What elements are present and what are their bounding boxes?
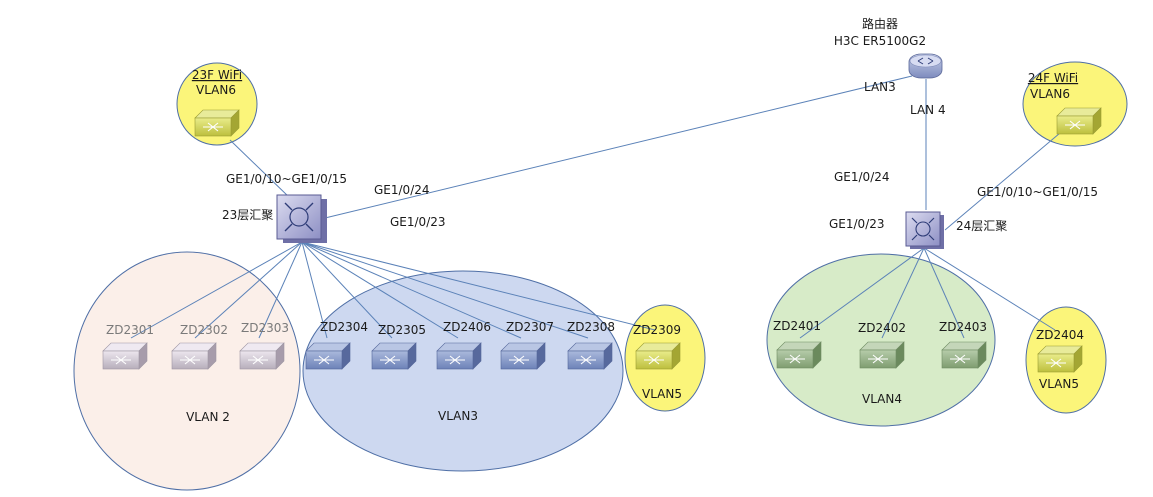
vlan3-zone: [302, 270, 624, 472]
vlan5-label-23: VLAN5: [642, 387, 682, 401]
link-lan3-label: LAN3: [864, 80, 896, 94]
switch-zd2303-label: ZD2303: [241, 321, 289, 335]
switch-zd2302-icon[interactable]: [171, 342, 217, 370]
switch-zd2308-label: ZD2308: [567, 320, 615, 334]
vlan3-label: VLAN3: [438, 409, 478, 423]
wifi24-title: 24F WiFi: [1028, 71, 1078, 85]
switch-zd2307-label: ZD2307: [506, 320, 554, 334]
switch-zd2404-icon[interactable]: [1037, 345, 1083, 373]
core23-port-down: GE1/0/23: [390, 215, 446, 229]
switch-zd2403-label: ZD2403: [939, 320, 987, 334]
switch-zd2301-label: ZD2301: [106, 323, 154, 337]
vlan5-label-24: VLAN5: [1039, 377, 1079, 391]
core23-port-wifi: GE1/0/10~GE1/0/15: [226, 172, 347, 186]
switch-zd2305-icon[interactable]: [371, 342, 417, 370]
router-title: 路由器: [862, 16, 898, 31]
switch-zd2402-label: ZD2402: [858, 321, 906, 335]
wifi23-switch-icon[interactable]: [194, 109, 240, 137]
switch-zd2307-icon[interactable]: [500, 342, 546, 370]
core23-port-uplink: GE1/0/24: [374, 183, 430, 197]
switch-zd2303-icon[interactable]: [239, 342, 285, 370]
wifi23-vlan: VLAN6: [196, 83, 236, 97]
wifi23-title: 23F WiFi: [192, 68, 242, 82]
wifi24-vlan: VLAN6: [1030, 87, 1070, 101]
core23-name: 23层汇聚: [222, 208, 273, 222]
link-lines: [130, 75, 1061, 339]
wifi24-switch-icon[interactable]: [1056, 107, 1102, 135]
switch-zd2404-label: ZD2404: [1036, 328, 1084, 342]
link-lan4-label: LAN 4: [910, 103, 946, 117]
switch-zd2309-icon[interactable]: [635, 342, 681, 370]
access-switches: ZD2301 ZD2302 ZD2303 ZD2304 ZD2305 ZD2406 ZD23…: [102, 319, 1084, 373]
vlan2-zone: [73, 251, 301, 491]
switch-zd2308-icon[interactable]: [567, 342, 613, 370]
core-switch-23-icon[interactable]: [276, 194, 327, 243]
switch-zd2304-icon[interactable]: [305, 342, 351, 370]
core-switch-24-icon[interactable]: [905, 211, 944, 249]
vlan4-zone: [766, 253, 996, 427]
switch-zd2401-icon[interactable]: [776, 341, 822, 369]
router-model: H3C ER5100G2: [834, 34, 926, 48]
core24-name: 24层汇聚: [956, 219, 1007, 233]
switch-zd2302-label: ZD2302: [180, 323, 228, 337]
switch-zd2309-label: ZD2309: [633, 323, 681, 337]
switch-zd2305-label: ZD2305: [378, 323, 426, 337]
vlan2-label: VLAN 2: [186, 410, 230, 424]
switch-zd2402-icon[interactable]: [859, 341, 905, 369]
switch-zd2406-label: ZD2406: [443, 320, 491, 334]
switch-zd2403-icon[interactable]: [941, 341, 987, 369]
switch-zd2304-label: ZD2304: [320, 320, 368, 334]
switch-zd2401-label: ZD2401: [773, 319, 821, 333]
core24-port-uplink: GE1/0/24: [834, 170, 890, 184]
vlan4-label: VLAN4: [862, 392, 902, 406]
switch-zd2406-icon[interactable]: [436, 342, 482, 370]
core24-port-down: GE1/0/23: [829, 217, 885, 231]
core24-port-wifi: GE1/0/10~GE1/0/15: [977, 185, 1098, 199]
router-icon[interactable]: [908, 53, 943, 79]
switch-zd2301-icon[interactable]: [102, 342, 148, 370]
